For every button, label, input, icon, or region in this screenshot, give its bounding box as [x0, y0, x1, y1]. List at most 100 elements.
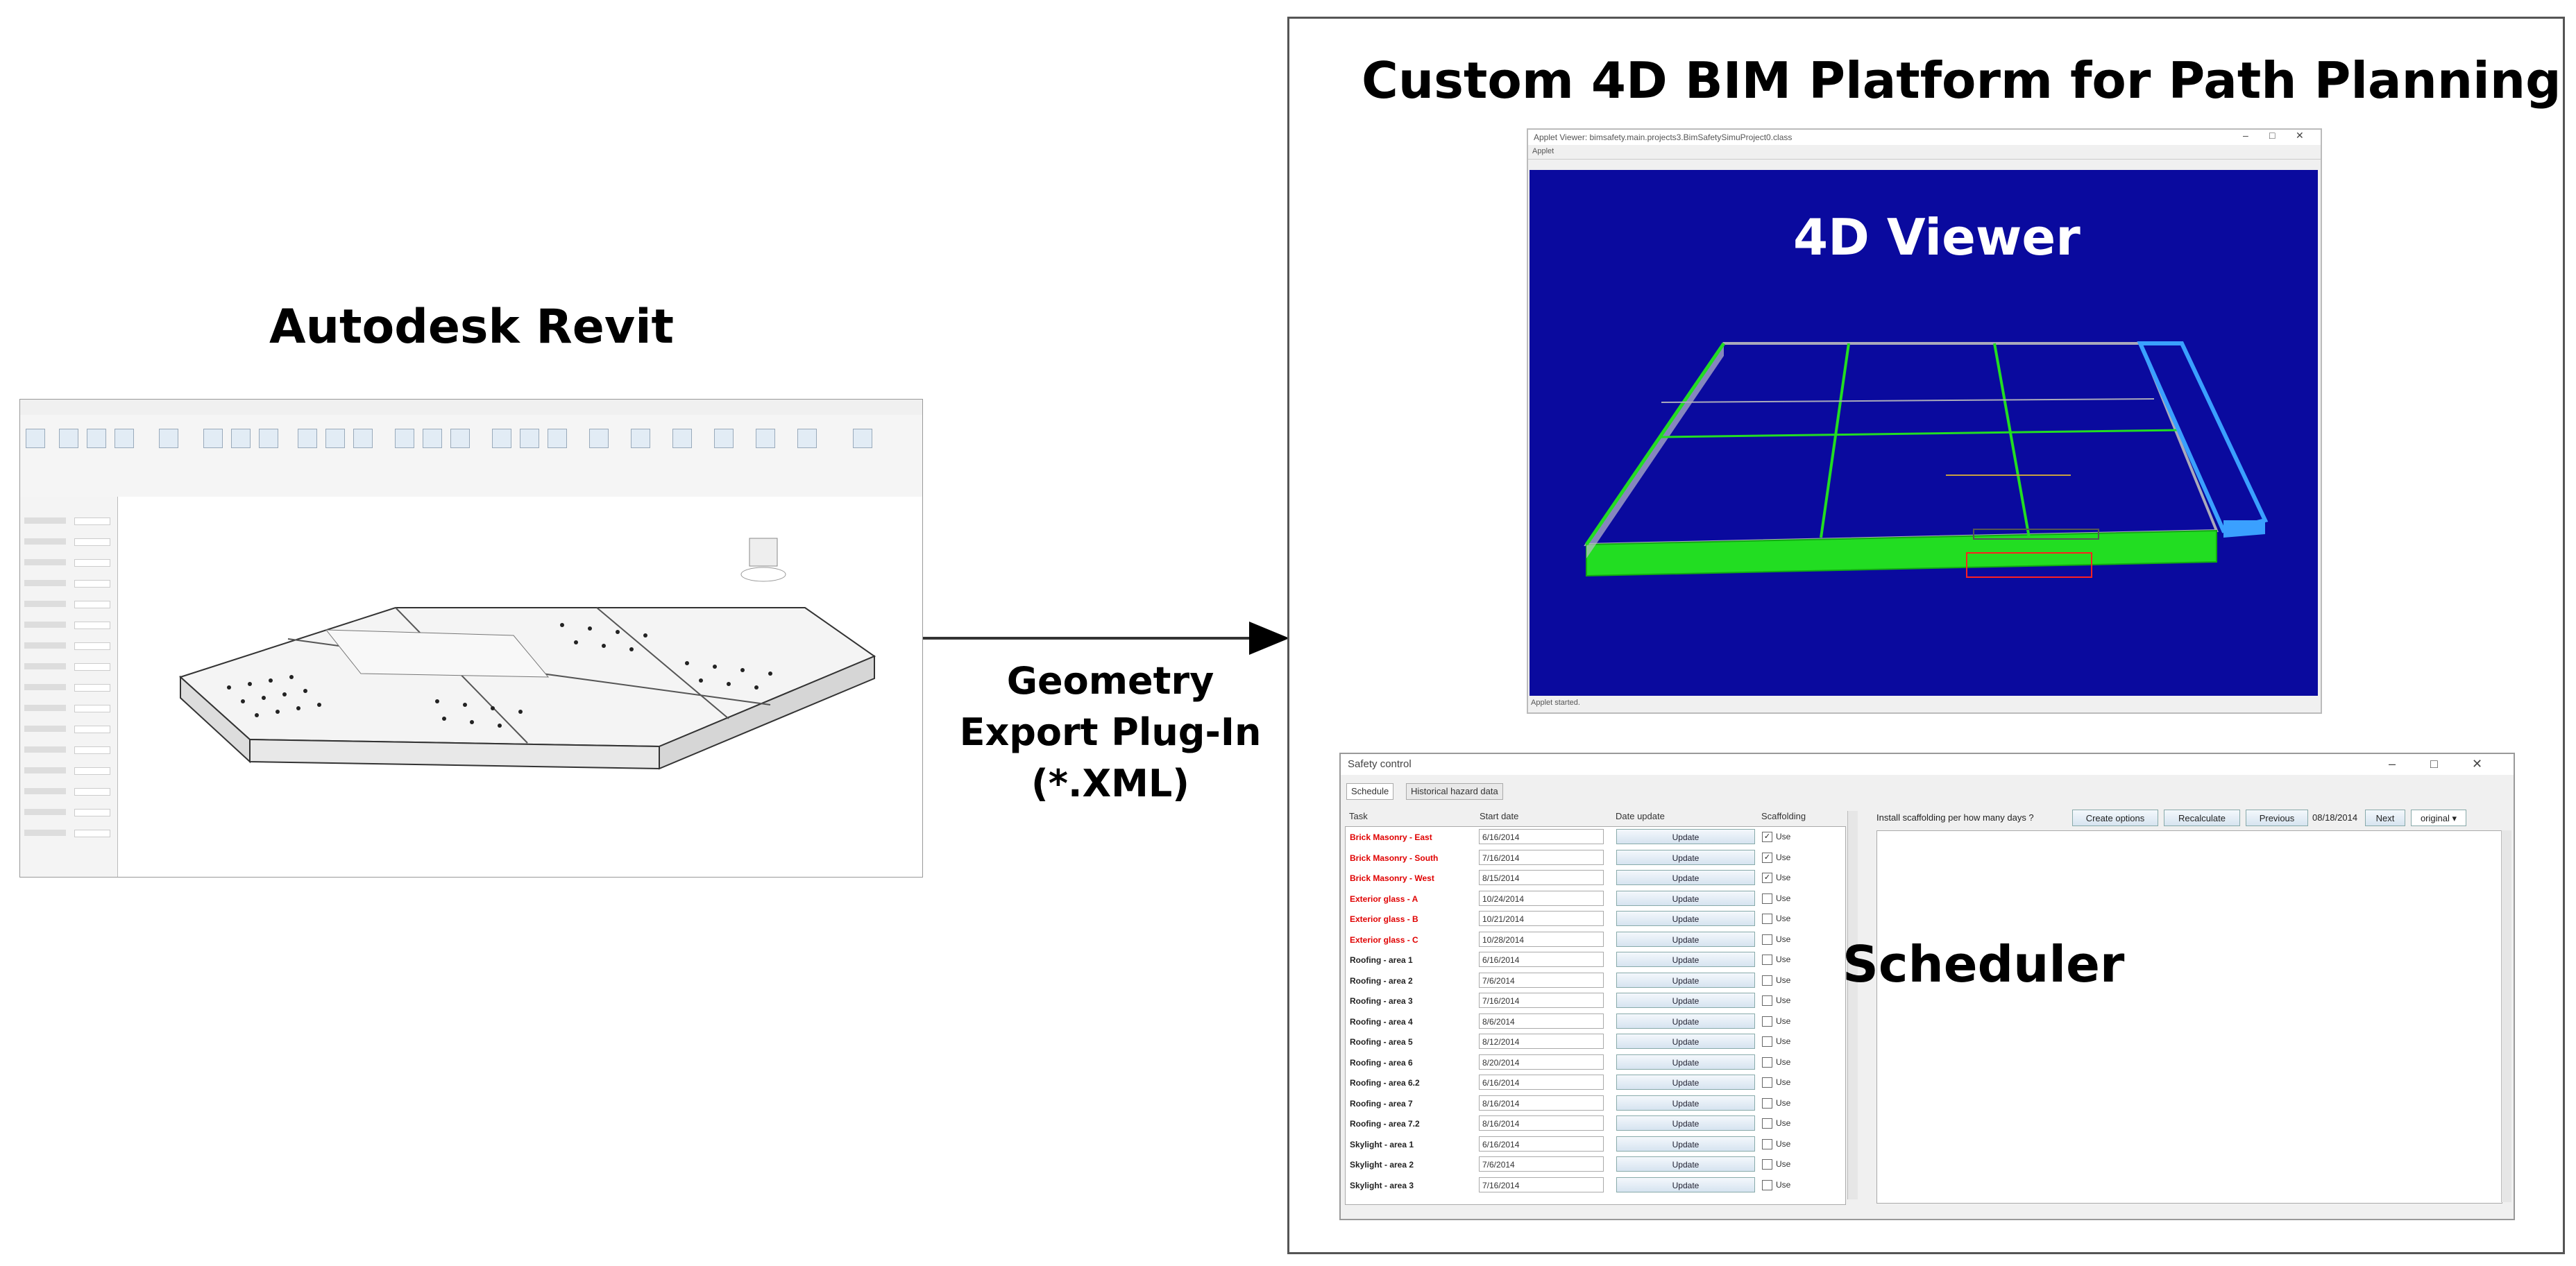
update-button[interactable]: Update: [1616, 829, 1755, 844]
viewer-canvas[interactable]: 4D Viewer: [1530, 170, 2318, 696]
scaffolding-checkbox[interactable]: ✓: [1762, 873, 1772, 883]
close-icon[interactable]: ✕: [2472, 757, 2483, 771]
update-button[interactable]: Update: [1616, 870, 1755, 885]
scaffolding-checkbox[interactable]: [1762, 1159, 1772, 1170]
next-button[interactable]: Next: [2365, 810, 2405, 826]
update-button[interactable]: Update: [1616, 1075, 1755, 1090]
task-name: Skylight - area 1: [1350, 1139, 1414, 1149]
update-button[interactable]: Update: [1616, 1177, 1755, 1192]
start-date-field[interactable]: 10/21/2014: [1479, 911, 1604, 926]
minimize-icon[interactable]: –: [2389, 757, 2396, 771]
minimize-icon[interactable]: –: [2243, 130, 2248, 141]
maximize-icon[interactable]: □: [2430, 757, 2438, 771]
mode-select[interactable]: original ▾: [2411, 810, 2466, 826]
start-date-field[interactable]: 7/16/2014: [1479, 849, 1604, 865]
canvas-scrollbar[interactable]: [2501, 830, 2511, 1202]
update-button[interactable]: Update: [1616, 952, 1755, 967]
export-arrow: [923, 622, 1289, 655]
scaffolding-checkbox[interactable]: ✓: [1762, 852, 1772, 863]
applet-menu[interactable]: Applet: [1532, 147, 1554, 155]
update-button[interactable]: Update: [1616, 1156, 1755, 1172]
column-header-date-update: Date update: [1616, 811, 1665, 821]
update-button[interactable]: Update: [1616, 1034, 1755, 1049]
start-date-field[interactable]: 6/16/2014: [1479, 1075, 1604, 1090]
start-date-field[interactable]: 8/20/2014: [1479, 1054, 1604, 1070]
start-date-field[interactable]: 8/16/2014: [1479, 1095, 1604, 1111]
scaffolding-checkbox[interactable]: [1762, 914, 1772, 924]
scaffolding-checkbox[interactable]: [1762, 1016, 1772, 1027]
scaffolding-use-label: Use: [1776, 1077, 1791, 1087]
update-button[interactable]: Update: [1616, 1115, 1755, 1131]
scaffolding-checkbox[interactable]: ✓: [1762, 832, 1772, 842]
scaffolding-use-label: Use: [1776, 873, 1791, 882]
update-button[interactable]: Update: [1616, 1136, 1755, 1152]
update-button[interactable]: Update: [1616, 890, 1755, 906]
scaffolding-checkbox[interactable]: [1762, 955, 1772, 965]
start-date-field[interactable]: 8/16/2014: [1479, 1115, 1604, 1131]
scaffolding-checkbox[interactable]: [1762, 995, 1772, 1006]
start-date-field[interactable]: 6/16/2014: [1479, 829, 1604, 844]
start-date-field[interactable]: 7/16/2014: [1479, 993, 1604, 1008]
install-label: Install scaffolding per how many days ?: [1876, 812, 2034, 823]
start-date-field[interactable]: 8/6/2014: [1479, 1013, 1604, 1029]
viewer-window-title: Applet Viewer: bimsafety.main.projects3.…: [1534, 132, 1793, 142]
start-date-field[interactable]: 8/15/2014: [1479, 870, 1604, 885]
viewer-label: 4D Viewer: [1793, 208, 2081, 266]
start-date-field[interactable]: 7/6/2014: [1479, 972, 1604, 988]
start-date-field[interactable]: 10/24/2014: [1479, 890, 1604, 906]
scaffolding-use-label: Use: [1776, 1057, 1791, 1067]
scaffolding-use-label: Use: [1776, 995, 1791, 1005]
close-icon[interactable]: ✕: [2296, 130, 2304, 141]
scaffolding-use-label: Use: [1776, 1138, 1791, 1149]
update-button[interactable]: Update: [1616, 849, 1755, 865]
task-name: Brick Masonry - South: [1350, 853, 1439, 863]
scheduler-label: Scheduler: [1842, 935, 2125, 993]
update-button[interactable]: Update: [1616, 1095, 1755, 1111]
scheduler-window-title: Safety control: [1348, 758, 1412, 770]
maximize-icon[interactable]: □: [2269, 130, 2276, 141]
start-date-field[interactable]: 7/6/2014: [1479, 1156, 1604, 1172]
chevron-down-icon: ▾: [2452, 813, 2457, 823]
scaffolding-use-label: Use: [1776, 852, 1791, 862]
create-options-button[interactable]: Create options: [2072, 810, 2158, 826]
update-button[interactable]: Update: [1616, 1013, 1755, 1029]
previous-button[interactable]: Previous: [2246, 810, 2308, 826]
update-button[interactable]: Update: [1616, 1054, 1755, 1070]
update-button[interactable]: Update: [1616, 993, 1755, 1008]
plugin-label-line2: Export Plug-In: [959, 710, 1262, 754]
scaffolding-checkbox[interactable]: [1762, 1138, 1772, 1149]
scaffolding-use-label: Use: [1776, 1159, 1791, 1169]
start-date-field[interactable]: 7/16/2014: [1479, 1177, 1604, 1192]
scaffolding-checkbox[interactable]: [1762, 893, 1772, 904]
task-name: Skylight - area 2: [1350, 1160, 1414, 1170]
scaffolding-checkbox[interactable]: [1762, 1057, 1772, 1068]
update-button[interactable]: Update: [1616, 931, 1755, 947]
scaffolding-checkbox[interactable]: [1762, 1077, 1772, 1088]
start-date-field[interactable]: 6/16/2014: [1479, 1136, 1604, 1152]
recalculate-button[interactable]: Recalculate: [2164, 810, 2240, 826]
task-name: Roofing - area 5: [1350, 1037, 1413, 1047]
start-date-field[interactable]: 10/28/2014: [1479, 931, 1604, 947]
scaffolding-checkbox[interactable]: [1762, 1179, 1772, 1190]
start-date-field[interactable]: 8/12/2014: [1479, 1034, 1604, 1049]
viewer-building-model: [1584, 341, 2269, 578]
tab-historical-hazard-data[interactable]: Historical hazard data: [1406, 783, 1503, 800]
start-date-field[interactable]: 6/16/2014: [1479, 952, 1604, 967]
scaffolding-checkbox[interactable]: [1762, 1036, 1772, 1047]
scaffolding-checkbox[interactable]: [1762, 1097, 1772, 1109]
scaffolding-checkbox[interactable]: [1762, 1118, 1772, 1129]
scaffolding-checkbox[interactable]: [1762, 934, 1772, 945]
update-button[interactable]: Update: [1616, 972, 1755, 988]
update-button[interactable]: Update: [1616, 911, 1755, 926]
scaffolding-checkbox[interactable]: [1762, 975, 1772, 986]
scaffolding-use-label: Use: [1776, 893, 1791, 903]
tab-schedule[interactable]: Schedule: [1346, 783, 1394, 800]
task-name: Exterior glass - B: [1350, 914, 1418, 924]
table-scrollbar[interactable]: [1847, 811, 1858, 1199]
